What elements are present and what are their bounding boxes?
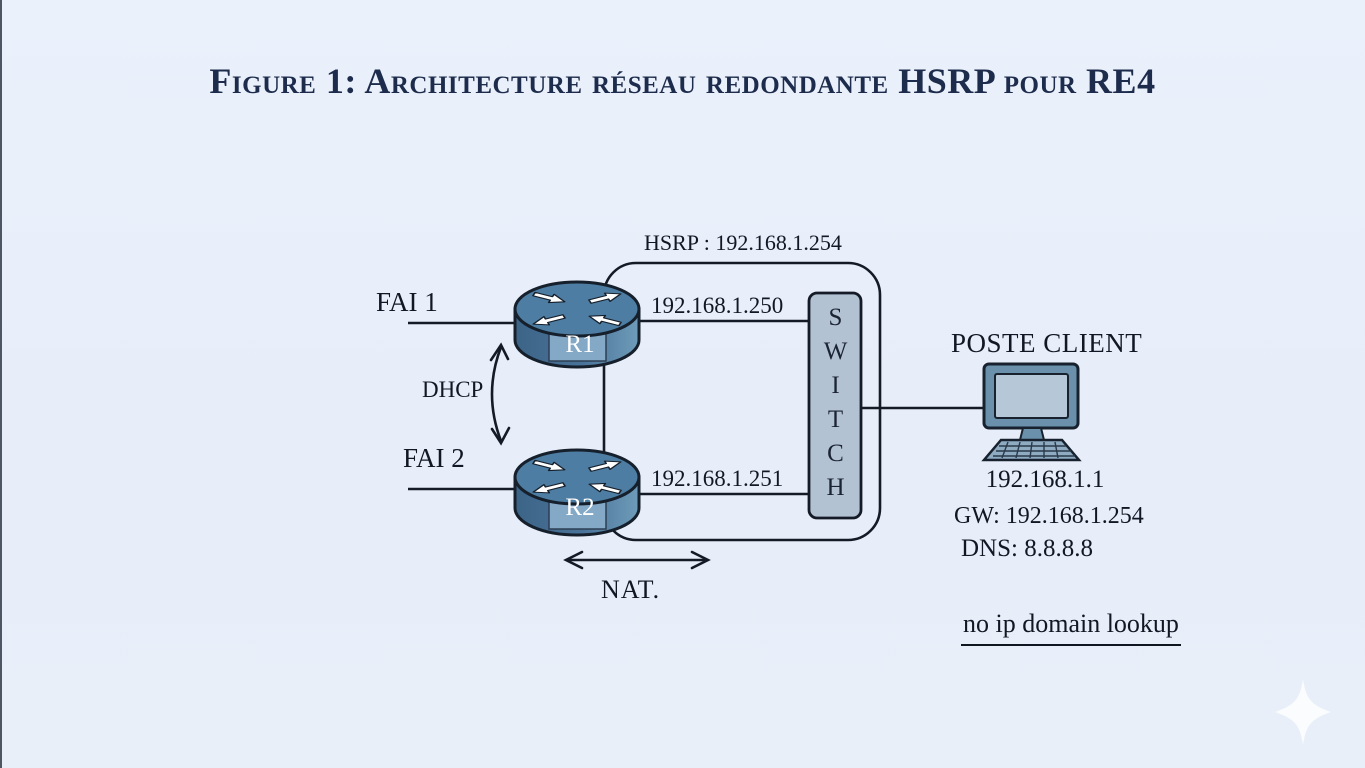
client-title-label: POSTE CLIENT (951, 328, 1143, 358)
nat-arrow-icon (563, 550, 711, 570)
frame-edge (0, 0, 2, 768)
dhcp-arrow-icon (489, 342, 511, 446)
client-dns-label: DNS: 8.8.8.8 (961, 535, 1093, 562)
links (408, 319, 994, 496)
dhcp-label: DHCP (422, 377, 484, 402)
router1-ip-label: 192.168.1.250 (651, 293, 784, 318)
nat-label: NAT. (601, 575, 661, 604)
router1-name-label: R1 (565, 331, 595, 358)
isp2-label: FAI 2 (403, 443, 465, 473)
switch-icon (807, 291, 863, 520)
client-gateway-label: GW: 192.168.1.254 (954, 503, 1144, 529)
hsrp-group-label: HSRP : 192.168.1.254 (644, 230, 842, 255)
client-ip-label: 192.168.1.1 (985, 466, 1105, 493)
switch-name-text: SWITCH (822, 303, 849, 508)
router2-ip-label: 192.168.1.251 (651, 466, 784, 491)
switch-name-label: SWITCH (809, 293, 861, 518)
isp1-label: FAI 1 (376, 287, 438, 317)
router2-name-label: R2 (565, 494, 595, 521)
figure-title: Figure 1: Architecture réseau redondante… (209, 61, 1156, 101)
hsrp-group-outline (602, 261, 882, 542)
sparkle-icon (1275, 679, 1331, 745)
computer-icon (981, 362, 1082, 462)
config-note: no ip domain lookup (961, 609, 1181, 646)
router2-icon (515, 450, 639, 535)
